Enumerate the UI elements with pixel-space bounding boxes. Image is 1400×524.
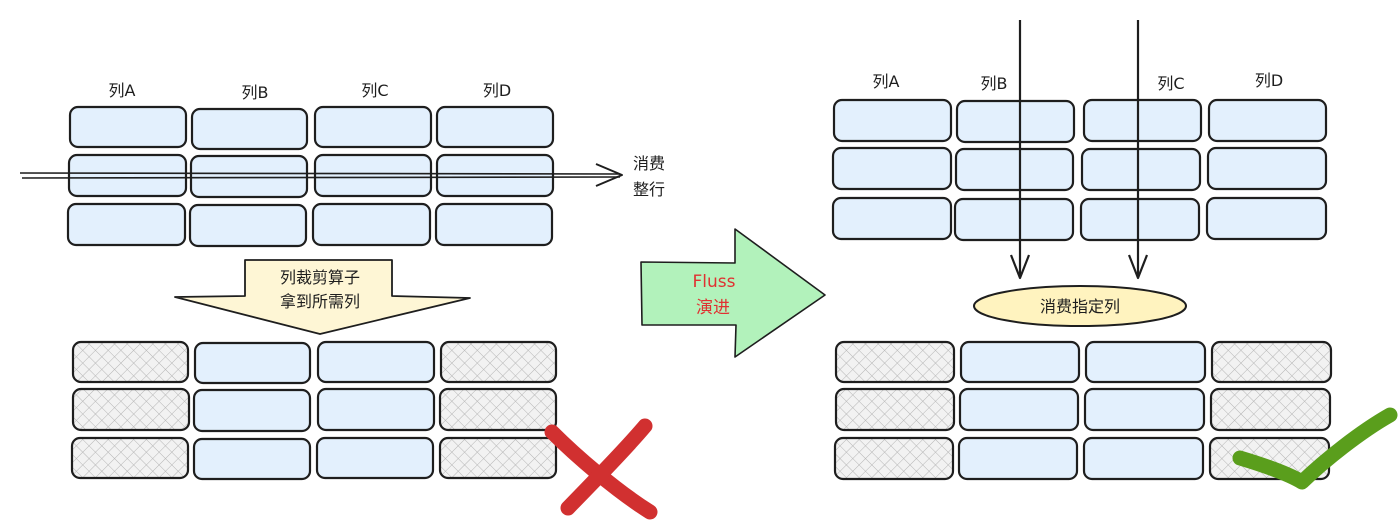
table-cell — [435, 153, 555, 198]
table-cell — [959, 340, 1081, 384]
table-cell — [435, 105, 555, 149]
discarded-cell — [71, 387, 191, 432]
table-cell — [313, 105, 433, 149]
evolution-label-line1: Fluss — [693, 272, 736, 292]
left-column-header-a: 列A — [109, 81, 136, 100]
table-cell — [1205, 196, 1328, 241]
row-consume-label-line2: 整行 — [633, 180, 665, 199]
discarded-cell — [833, 436, 955, 481]
operator-label-line2: 拿到所需列 — [280, 292, 360, 311]
table-cell — [1206, 146, 1328, 191]
table-cell — [66, 202, 187, 247]
table-cell — [1084, 340, 1207, 384]
table-cell — [316, 387, 436, 432]
table-cell — [832, 98, 953, 143]
table-cell — [1080, 147, 1202, 192]
right-source-table — [831, 98, 1328, 242]
table-cell — [954, 147, 1075, 192]
table-cell — [313, 153, 433, 198]
left-result-table — [70, 340, 558, 481]
table-cell — [831, 146, 953, 191]
discarded-cell — [1209, 387, 1332, 432]
evolution-arrow: Fluss 演进 — [640, 228, 826, 358]
left-column-header-d: 列D — [483, 81, 511, 100]
right-result-table — [833, 340, 1333, 481]
table-cell — [957, 436, 1079, 481]
table-cell — [953, 197, 1075, 242]
table-cell — [1082, 98, 1203, 143]
left-column-header-c: 列C — [361, 81, 388, 100]
table-cell — [68, 105, 188, 149]
right-column-header-b: 列B — [981, 74, 1008, 93]
table-cell — [434, 202, 554, 247]
table-cell — [1083, 387, 1206, 432]
discarded-cell — [439, 340, 558, 384]
column-consume-label: 消费指定列 — [1040, 297, 1120, 316]
table-cell — [958, 387, 1080, 432]
column-consume-ellipse: 消费指定列 — [973, 285, 1187, 327]
left-panel: 列A 列B 列C 列D 消费 整行 — [19, 81, 665, 520]
discarded-cell — [70, 436, 190, 480]
table-cell — [1079, 197, 1201, 242]
left-source-table — [66, 105, 555, 248]
operator-label-line1: 列裁剪算子 — [280, 268, 360, 287]
table-cell — [831, 196, 953, 241]
table-cell — [193, 341, 312, 385]
table-cell — [1207, 98, 1328, 143]
column-prune-operator: 列裁剪算子 拿到所需列 — [174, 259, 471, 335]
row-consume-arrow — [19, 163, 623, 187]
discarded-cell — [1210, 340, 1333, 384]
table-cell — [311, 202, 432, 247]
discarded-cell — [438, 436, 558, 480]
discarded-cell — [834, 340, 956, 384]
right-panel: 列A 列B 列C 列D — [831, 20, 1398, 490]
table-cell — [190, 107, 309, 151]
left-column-headers: 列A 列B 列C 列D — [109, 81, 512, 102]
table-cell — [188, 203, 308, 248]
discarded-cell — [438, 387, 558, 432]
table-cell — [955, 99, 1076, 144]
check-mark-icon — [1232, 407, 1398, 490]
cross-mark-icon — [544, 418, 658, 520]
table-cell — [1082, 436, 1205, 481]
table-cell — [189, 154, 309, 199]
table-cell — [316, 340, 436, 384]
table-cell — [315, 436, 435, 480]
table-cell — [67, 153, 188, 198]
discarded-cell — [834, 387, 956, 432]
right-column-headers: 列A 列B 列C 列D — [873, 71, 1284, 93]
column-c-consume-arrow — [1127, 20, 1149, 280]
left-column-header-b: 列B — [242, 83, 269, 102]
evolution-label-line2: 演进 — [696, 298, 730, 318]
discarded-cell — [71, 340, 190, 384]
right-column-header-c: 列C — [1157, 74, 1184, 93]
table-cell — [192, 437, 312, 481]
column-b-consume-arrow — [1009, 20, 1031, 280]
right-column-header-d: 列D — [1255, 71, 1283, 90]
table-cell — [192, 388, 312, 433]
row-consume-label-line1: 消费 — [633, 154, 665, 173]
right-column-header-a: 列A — [873, 72, 900, 91]
